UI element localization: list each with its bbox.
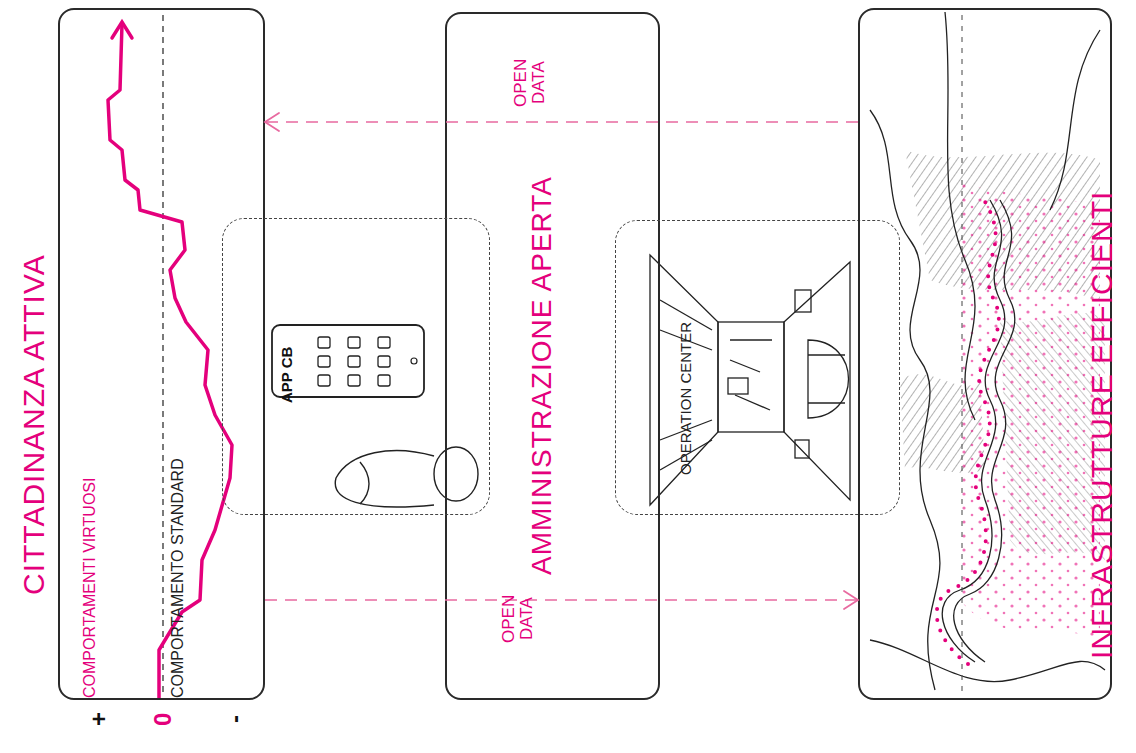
- dashed-line: [265, 121, 858, 123]
- curve-arrowhead: [112, 22, 132, 38]
- axis-label: COMPORTAMENTO STANDARD: [170, 390, 187, 698]
- river-dots: [937, 200, 999, 664]
- data-flow-arrow: [265, 113, 858, 131]
- scale-mark: 0: [150, 704, 175, 734]
- tablet-button: [411, 358, 417, 364]
- tablet: [272, 325, 424, 397]
- pillar-panel: INFRASTRUTTURE EFFICIENTI: [858, 8, 1112, 700]
- pillar-panel: AMMINISTRAZIONE APERTA: [445, 12, 660, 700]
- app-icons: [318, 337, 390, 386]
- pillar-title: AMMINISTRAZIONE APERTA: [527, 150, 556, 600]
- person: [335, 447, 478, 507]
- axis-line: [962, 15, 963, 696]
- axis-label: COMPORTAMENTI VIRTUOSI: [82, 390, 99, 698]
- dashed-line: [265, 599, 858, 601]
- scale-mark: -: [222, 704, 247, 734]
- edge-label: OPEN DATA: [500, 584, 536, 654]
- edge-label: OPEN DATA: [512, 48, 548, 118]
- behaviour-curve: [108, 24, 232, 700]
- standard-line: [162, 15, 163, 696]
- control-room: [650, 255, 850, 505]
- arrowhead: [844, 591, 858, 609]
- scale-mark: +: [86, 704, 111, 734]
- pillar-title: CITTADINANZA ATTIVA: [18, 202, 50, 647]
- pillar-title: INFRASTRUTTURE EFFICIENTI: [1086, 150, 1118, 700]
- data-flow-arrow: [265, 591, 858, 609]
- settlement-dots: [960, 180, 1100, 640]
- arrowhead: [265, 113, 279, 131]
- terrain-lines: [870, 12, 1105, 690]
- pillar-panel: CITTADINANZA ATTIVACOMPORTAMENTI VIRTUOS…: [58, 8, 265, 700]
- tool-box: APP CB: [222, 218, 490, 515]
- app-label: APP CB: [279, 331, 295, 403]
- room-label: OPERATION CENTER: [678, 291, 694, 506]
